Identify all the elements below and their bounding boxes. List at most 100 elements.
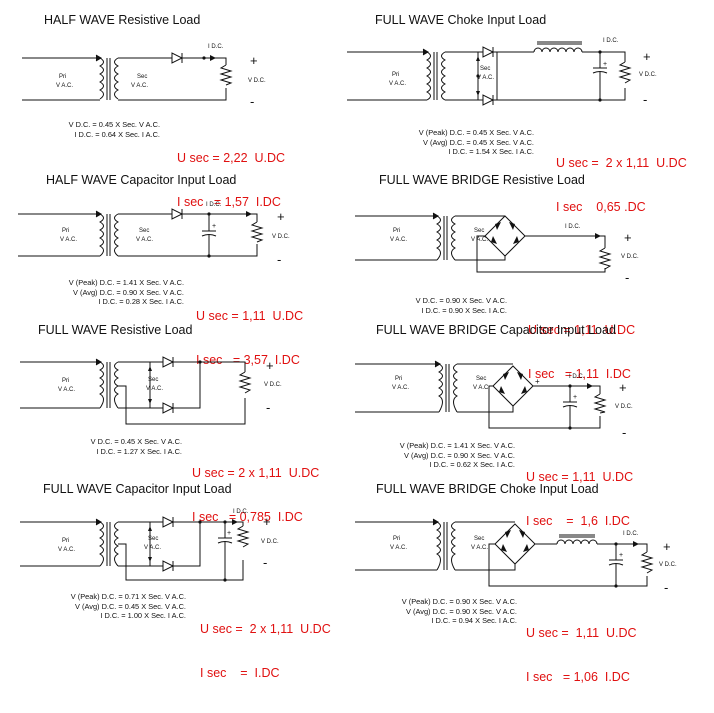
idc-label: I D.C. xyxy=(569,374,585,380)
red-annotation: U sec = 2 x 1,11 U.DC I sec = 0,785 I.DC xyxy=(192,437,319,553)
minus-sign: - xyxy=(250,94,254,109)
panel-title: HALF WAVE Resistive Load xyxy=(44,13,201,27)
formulas: V (Peak) D.C. = 1.41 X Sec. V A.C. V (Av… xyxy=(400,441,515,470)
red-annotation: U sec = 1,11 U.DC I sec = 3,57 I.DC xyxy=(196,280,303,396)
red-annotation: U sec = 2,22 U.DC I sec = 1,57 I.DC xyxy=(177,122,285,238)
formula-line: V (Peak) D.C. = 0.45 X Sec. V A.C. xyxy=(418,128,534,137)
formulas: V (Peak) D.C. = 1.41 X Sec. V A.C. V (Av… xyxy=(69,278,184,307)
panel-bridge-resistive: FULL WAVE BRIDGE Resistive Load Pri V A.… xyxy=(355,160,714,381)
vdc-label: V D.C. xyxy=(272,234,290,240)
panel-full-wave-capacitor: FULL WAVE Capacitor Input Load Pri V A.C… xyxy=(0,480,357,680)
secondary-vac: V A.C. xyxy=(136,237,153,243)
formulas: V (Peak) D.C. = 0.71 X Sec. V A.C. V (Av… xyxy=(71,592,186,621)
secondary-label: Sec xyxy=(137,74,147,80)
cap-plus: + xyxy=(603,61,607,68)
secondary-vac: V A.C. xyxy=(131,83,148,89)
idc-label: I D.C. xyxy=(565,224,581,230)
idc-label: I D.C. xyxy=(233,509,249,515)
panel-title: FULL WAVE BRIDGE Resistive Load xyxy=(379,173,585,187)
primary-label: Pri xyxy=(59,74,66,80)
minus-sign: - xyxy=(643,92,647,107)
plus-sign: + xyxy=(250,53,258,68)
vdc-label: V D.C. xyxy=(639,72,657,78)
minus-sign: - xyxy=(266,400,270,415)
red-line: I sec = 1,6 I.DC xyxy=(526,513,630,528)
secondary-vac: V A.C. xyxy=(144,545,161,551)
formula-line: I D.C. = 1.00 X Sec. I A.C. xyxy=(100,611,186,621)
primary-label: Pri xyxy=(62,378,69,384)
formula-line: I D.C. = 1.54 X Sec. I A.C. xyxy=(448,147,534,157)
panel-half-wave-resistive: HALF WAVE Resistive Load Pri V A.C. Sec … xyxy=(0,0,357,209)
panel-title: FULL WAVE Choke Input Load xyxy=(375,13,547,27)
red-annotation: U sec = 2 x 1,11 U.DC I sec = I.DC xyxy=(200,593,331,709)
primary-label: Pri xyxy=(62,228,69,234)
panel-title: FULL WAVE BRIDGE Capacitor Input Load xyxy=(376,323,616,337)
circuit-diagram: Pri V A.C. Sec V A.C. I D.C. + V D.C. - xyxy=(355,212,639,285)
red-line: U sec = 1,11 U.DC xyxy=(196,309,304,323)
cap-plus: + xyxy=(573,394,577,401)
formulas: V D.C. = 0.45 X Sec. V A.C. I D.C. = 1.2… xyxy=(91,437,182,456)
formula-line: V D.C. = 0.45 X Sec. V A.C. xyxy=(90,437,182,446)
formula-line: V (Peak) D.C. = 1.41 X Sec. V A.C. xyxy=(399,441,515,450)
secondary-label: Sec xyxy=(148,377,158,383)
red-line: I sec 0,65 .DC xyxy=(556,199,646,214)
circuit-diagram: Pri V A.C. Sec V A.C. I D.C. + + V D.C. … xyxy=(20,509,279,582)
primary-label: Pri xyxy=(393,536,400,542)
secondary-vac: V A.C. xyxy=(471,545,488,551)
minus-sign: - xyxy=(664,580,668,595)
circuit-diagram: Pri V A.C. Sec V A.C. I D.C. + V D.C. - xyxy=(22,44,266,109)
formula-line: I D.C. = 1.27 X Sec. I A.C. xyxy=(96,446,182,456)
red-annotation: U sec = 2 x 1,11 U.DC I sec 0,65 .DC xyxy=(556,127,687,243)
red-line: I sec = 1,57 I.DC xyxy=(177,194,281,209)
formula-line: V D.C. = 0.90 X Sec. V A.C. xyxy=(415,296,507,305)
cap-plus: + xyxy=(212,223,216,230)
panel-title: FULL WAVE Capacitor Input Load xyxy=(43,482,232,496)
panel-bridge-capacitor: FULL WAVE BRIDGE Capacitor Input Load Pr… xyxy=(355,320,714,528)
primary-vac: V A.C. xyxy=(389,81,406,87)
formulas: V D.C. = 0.90 X Sec. V A.C. I D.C. = 0.9… xyxy=(416,296,507,315)
formula-line: V (Avg) D.C. = 0.45 X Sec. V A.C. xyxy=(75,601,186,611)
plus-sign: + xyxy=(619,380,627,395)
vdc-label: V D.C. xyxy=(248,78,266,84)
formula-line: V (Avg) D.C. = 0.90 X Sec. V A.C. xyxy=(406,606,517,616)
formulas: V D.C. = 0.45 X Sec. V A.C. I D.C. = 0.6… xyxy=(69,120,160,139)
cap-plus: + xyxy=(619,552,623,559)
panel-title: FULL WAVE Resistive Load xyxy=(38,323,193,337)
bridge-plus: + xyxy=(535,377,540,386)
secondary-label: Sec xyxy=(480,66,490,72)
idc-label: I D.C. xyxy=(208,44,224,50)
panel-title: HALF WAVE Capacitor Input Load xyxy=(46,173,237,187)
minus-sign: - xyxy=(625,270,629,285)
formulas: V (Peak) D.C. = 0.45 X Sec. V A.C. V (Av… xyxy=(419,128,534,157)
idc-label: I D.C. xyxy=(206,202,222,208)
minus-sign: - xyxy=(622,425,626,440)
red-line: I sec = 1,11 I.DC xyxy=(528,366,631,381)
primary-vac: V A.C. xyxy=(392,385,409,391)
secondary-label: Sec xyxy=(474,228,484,234)
vdc-label: V D.C. xyxy=(261,539,279,545)
idc-label: I D.C. xyxy=(603,38,619,44)
red-line: U sec = 1,11 U.DC xyxy=(528,323,636,337)
plus-sign: + xyxy=(266,358,274,373)
primary-label: Pri xyxy=(393,228,400,234)
red-line: U sec = 2 x 1,11 U.DC xyxy=(556,156,687,170)
primary-vac: V A.C. xyxy=(56,83,73,89)
red-line: I sec = 1,06 I.DC xyxy=(526,669,630,684)
red-line: U sec = 2 x 1,11 U.DC xyxy=(200,622,331,636)
idc-label: I D.C. xyxy=(623,531,639,537)
red-annotation: U sec = 1,11 U.DC I sec = 1,06 I.DC xyxy=(526,597,637,713)
red-line: I sec = 3,57 I.DC xyxy=(196,352,300,367)
panel-half-wave-capacitor: HALF WAVE Capacitor Input Load Pri V A.C… xyxy=(0,160,357,367)
red-line: U sec = 1,11 U.DC xyxy=(526,626,637,640)
vdc-label: V D.C. xyxy=(621,254,639,260)
plus-sign: + xyxy=(263,514,271,529)
cap-plus: + xyxy=(227,530,231,537)
formula-line: V (Avg) D.C. = 0.90 X Sec. V A.C. xyxy=(73,287,184,297)
secondary-vac: V A.C. xyxy=(471,237,488,243)
red-line: U sec = 2,22 U.DC xyxy=(177,151,286,165)
formula-line: V (Peak) D.C. = 0.71 X Sec. V A.C. xyxy=(70,592,186,601)
secondary-vac: V A.C. xyxy=(477,75,494,81)
formula-line: V (Peak) D.C. = 0.90 X Sec. V A.C. xyxy=(401,597,517,606)
formulas: V (Peak) D.C. = 0.90 X Sec. V A.C. V (Av… xyxy=(402,597,517,626)
circuit-diagram: Pri V A.C. Sec V A.C. I D.C. + + V D.C. … xyxy=(18,202,290,267)
